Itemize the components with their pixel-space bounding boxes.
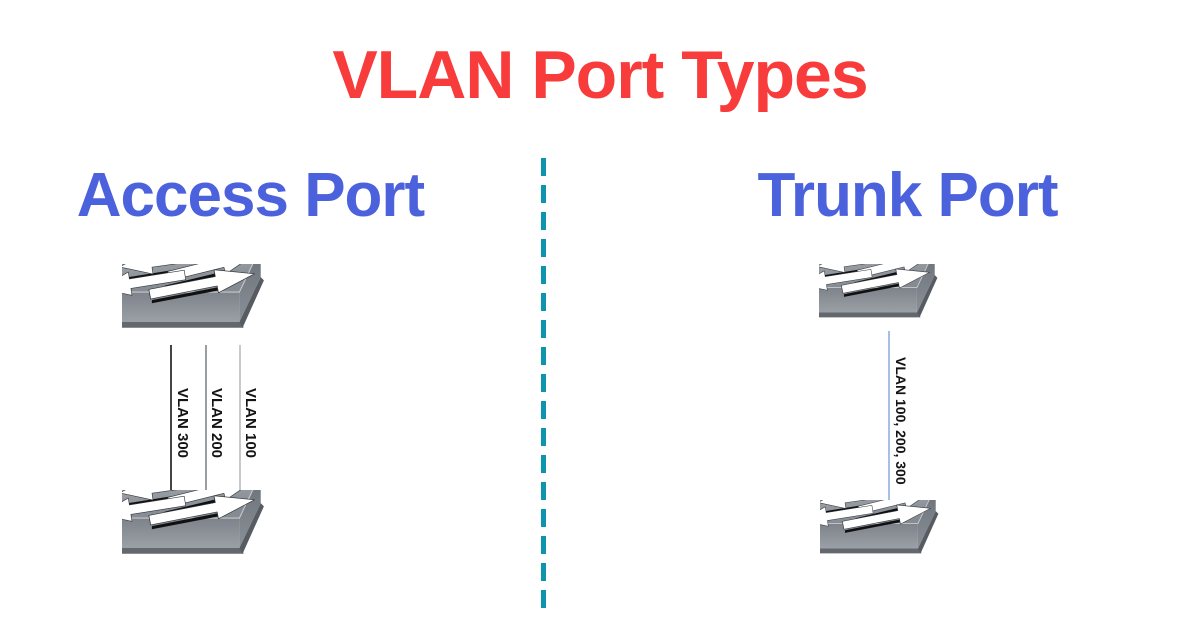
vlan-100-link-line — [239, 345, 241, 497]
vlan-300-label: VLAN 300 — [174, 388, 191, 459]
access-top-switch — [122, 264, 297, 350]
vlan-300-link-line — [170, 345, 172, 497]
access-port-heading: Access Port — [76, 161, 425, 230]
trunk-bottom-switch — [820, 500, 966, 572]
trunk-vlans-label: VLAN 100, 200, 300 — [893, 357, 909, 485]
network-switch-icon — [122, 490, 297, 576]
network-switch-icon — [819, 264, 965, 336]
vlan-100-label: VLAN 100 — [242, 388, 259, 459]
network-switch-icon — [122, 264, 297, 350]
page-title: VLAN Port Types — [332, 37, 868, 113]
dashed-divider — [541, 158, 546, 608]
vlan-200-link-line — [205, 345, 207, 497]
network-switch-icon — [820, 500, 966, 572]
trunk-link-line — [888, 331, 890, 506]
trunk-port-heading: Trunk Port — [757, 161, 1058, 230]
trunk-top-switch — [819, 264, 965, 336]
vlan-200-label: VLAN 200 — [208, 388, 225, 459]
access-bottom-switch — [122, 490, 297, 576]
